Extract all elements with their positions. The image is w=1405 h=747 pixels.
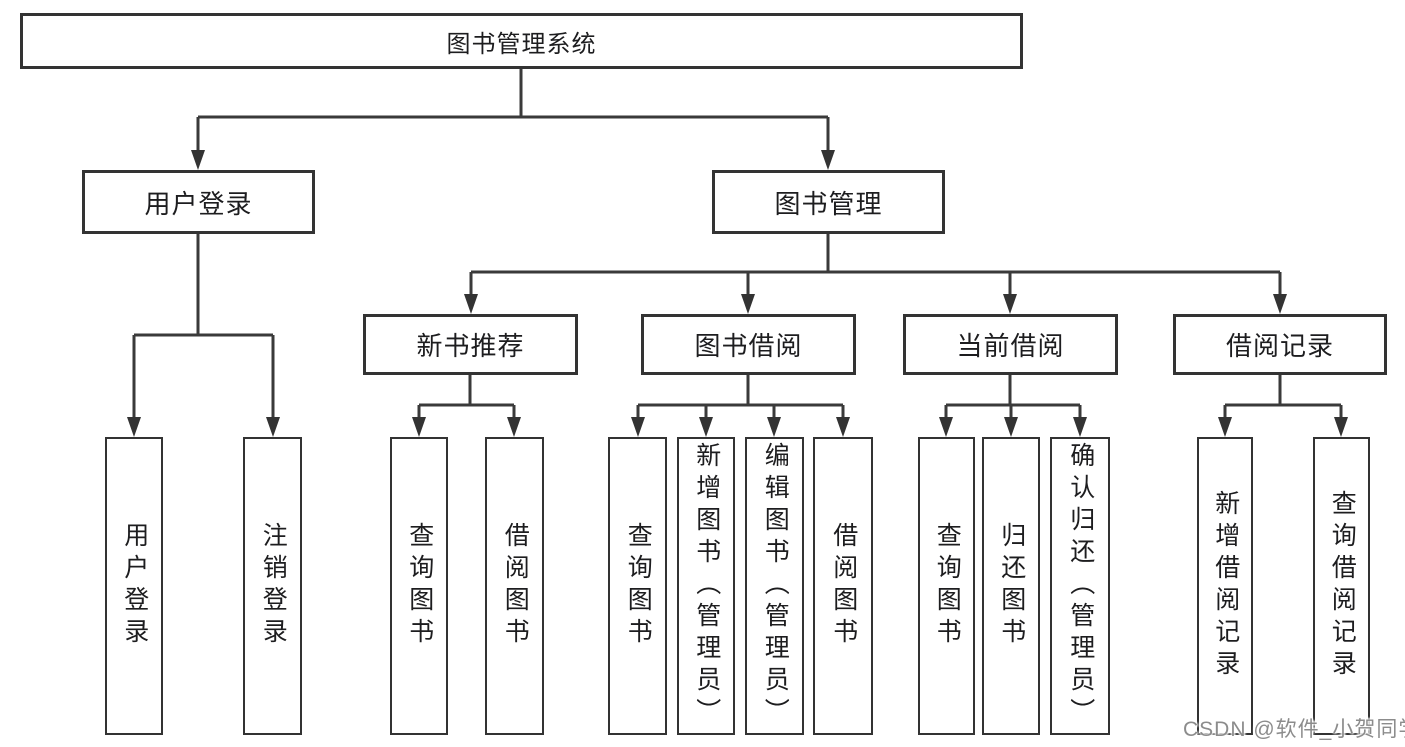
node-leaf-add-borrow-record: 新增借阅记录 — [1197, 437, 1253, 735]
node-book-management-label: 图书管理 — [774, 188, 883, 219]
node-borrowing-records: 借阅记录 — [1173, 314, 1387, 375]
node-leaf-borrow-book-borrowing-label: 借阅图书 — [829, 522, 858, 650]
node-leaf-add-book-admin-label: 新增图书（管理员） — [692, 442, 721, 730]
node-leaf-confirm-return-admin-label: 确认归还（管理员） — [1066, 442, 1095, 730]
node-current-borrowing: 当前借阅 — [903, 314, 1118, 375]
node-borrowing-records-label: 借阅记录 — [1225, 331, 1334, 361]
node-leaf-query-book-current-label: 查询图书 — [933, 522, 962, 650]
node-leaf-query-book-recommend: 查询图书 — [390, 437, 448, 735]
node-leaf-query-borrow-record-label: 查询借阅记录 — [1328, 490, 1357, 682]
node-leaf-borrow-book-recommend-label: 借阅图书 — [501, 522, 530, 650]
node-leaf-edit-book-admin: 编辑图书（管理员） — [745, 437, 804, 735]
node-current-borrowing-label: 当前借阅 — [956, 331, 1065, 361]
node-leaf-query-book-borrowing-label: 查询图书 — [624, 522, 653, 650]
node-leaf-logout-label: 注销登录 — [259, 522, 288, 650]
node-leaf-borrow-book-recommend: 借阅图书 — [485, 437, 544, 735]
node-leaf-logout: 注销登录 — [243, 437, 302, 735]
node-leaf-query-book-borrowing: 查询图书 — [608, 437, 667, 735]
node-leaf-return-book-label: 归还图书 — [997, 522, 1026, 650]
node-leaf-add-book-admin: 新增图书（管理员） — [677, 437, 735, 735]
node-leaf-confirm-return-admin: 确认归还（管理员） — [1050, 437, 1110, 735]
node-book-management: 图书管理 — [712, 170, 945, 234]
node-leaf-query-book-current: 查询图书 — [918, 437, 975, 735]
node-new-book-recommend: 新书推荐 — [363, 314, 578, 375]
node-leaf-add-borrow-record-label: 新增借阅记录 — [1211, 490, 1240, 682]
node-leaf-query-borrow-record: 查询借阅记录 — [1313, 437, 1370, 735]
node-leaf-query-book-recommend-label: 查询图书 — [405, 522, 434, 650]
node-user-login-label: 用户登录 — [144, 188, 253, 219]
node-leaf-user-login-label: 用户登录 — [120, 522, 149, 650]
node-leaf-borrow-book-borrowing: 借阅图书 — [813, 437, 873, 735]
node-book-borrowing: 图书借阅 — [641, 314, 856, 375]
node-user-login: 用户登录 — [82, 170, 315, 234]
node-library-system: 图书管理系统 — [20, 13, 1023, 69]
csdn-watermark: CSDN @软件_小贺同学 — [1183, 718, 1405, 741]
node-leaf-return-book: 归还图书 — [982, 437, 1040, 735]
node-leaf-edit-book-admin-label: 编辑图书（管理员） — [761, 442, 790, 730]
node-new-book-recommend-label: 新书推荐 — [416, 331, 525, 361]
node-leaf-user-login: 用户登录 — [105, 437, 163, 735]
node-book-borrowing-label: 图书借阅 — [694, 331, 803, 361]
node-library-system-label: 图书管理系统 — [446, 30, 597, 58]
